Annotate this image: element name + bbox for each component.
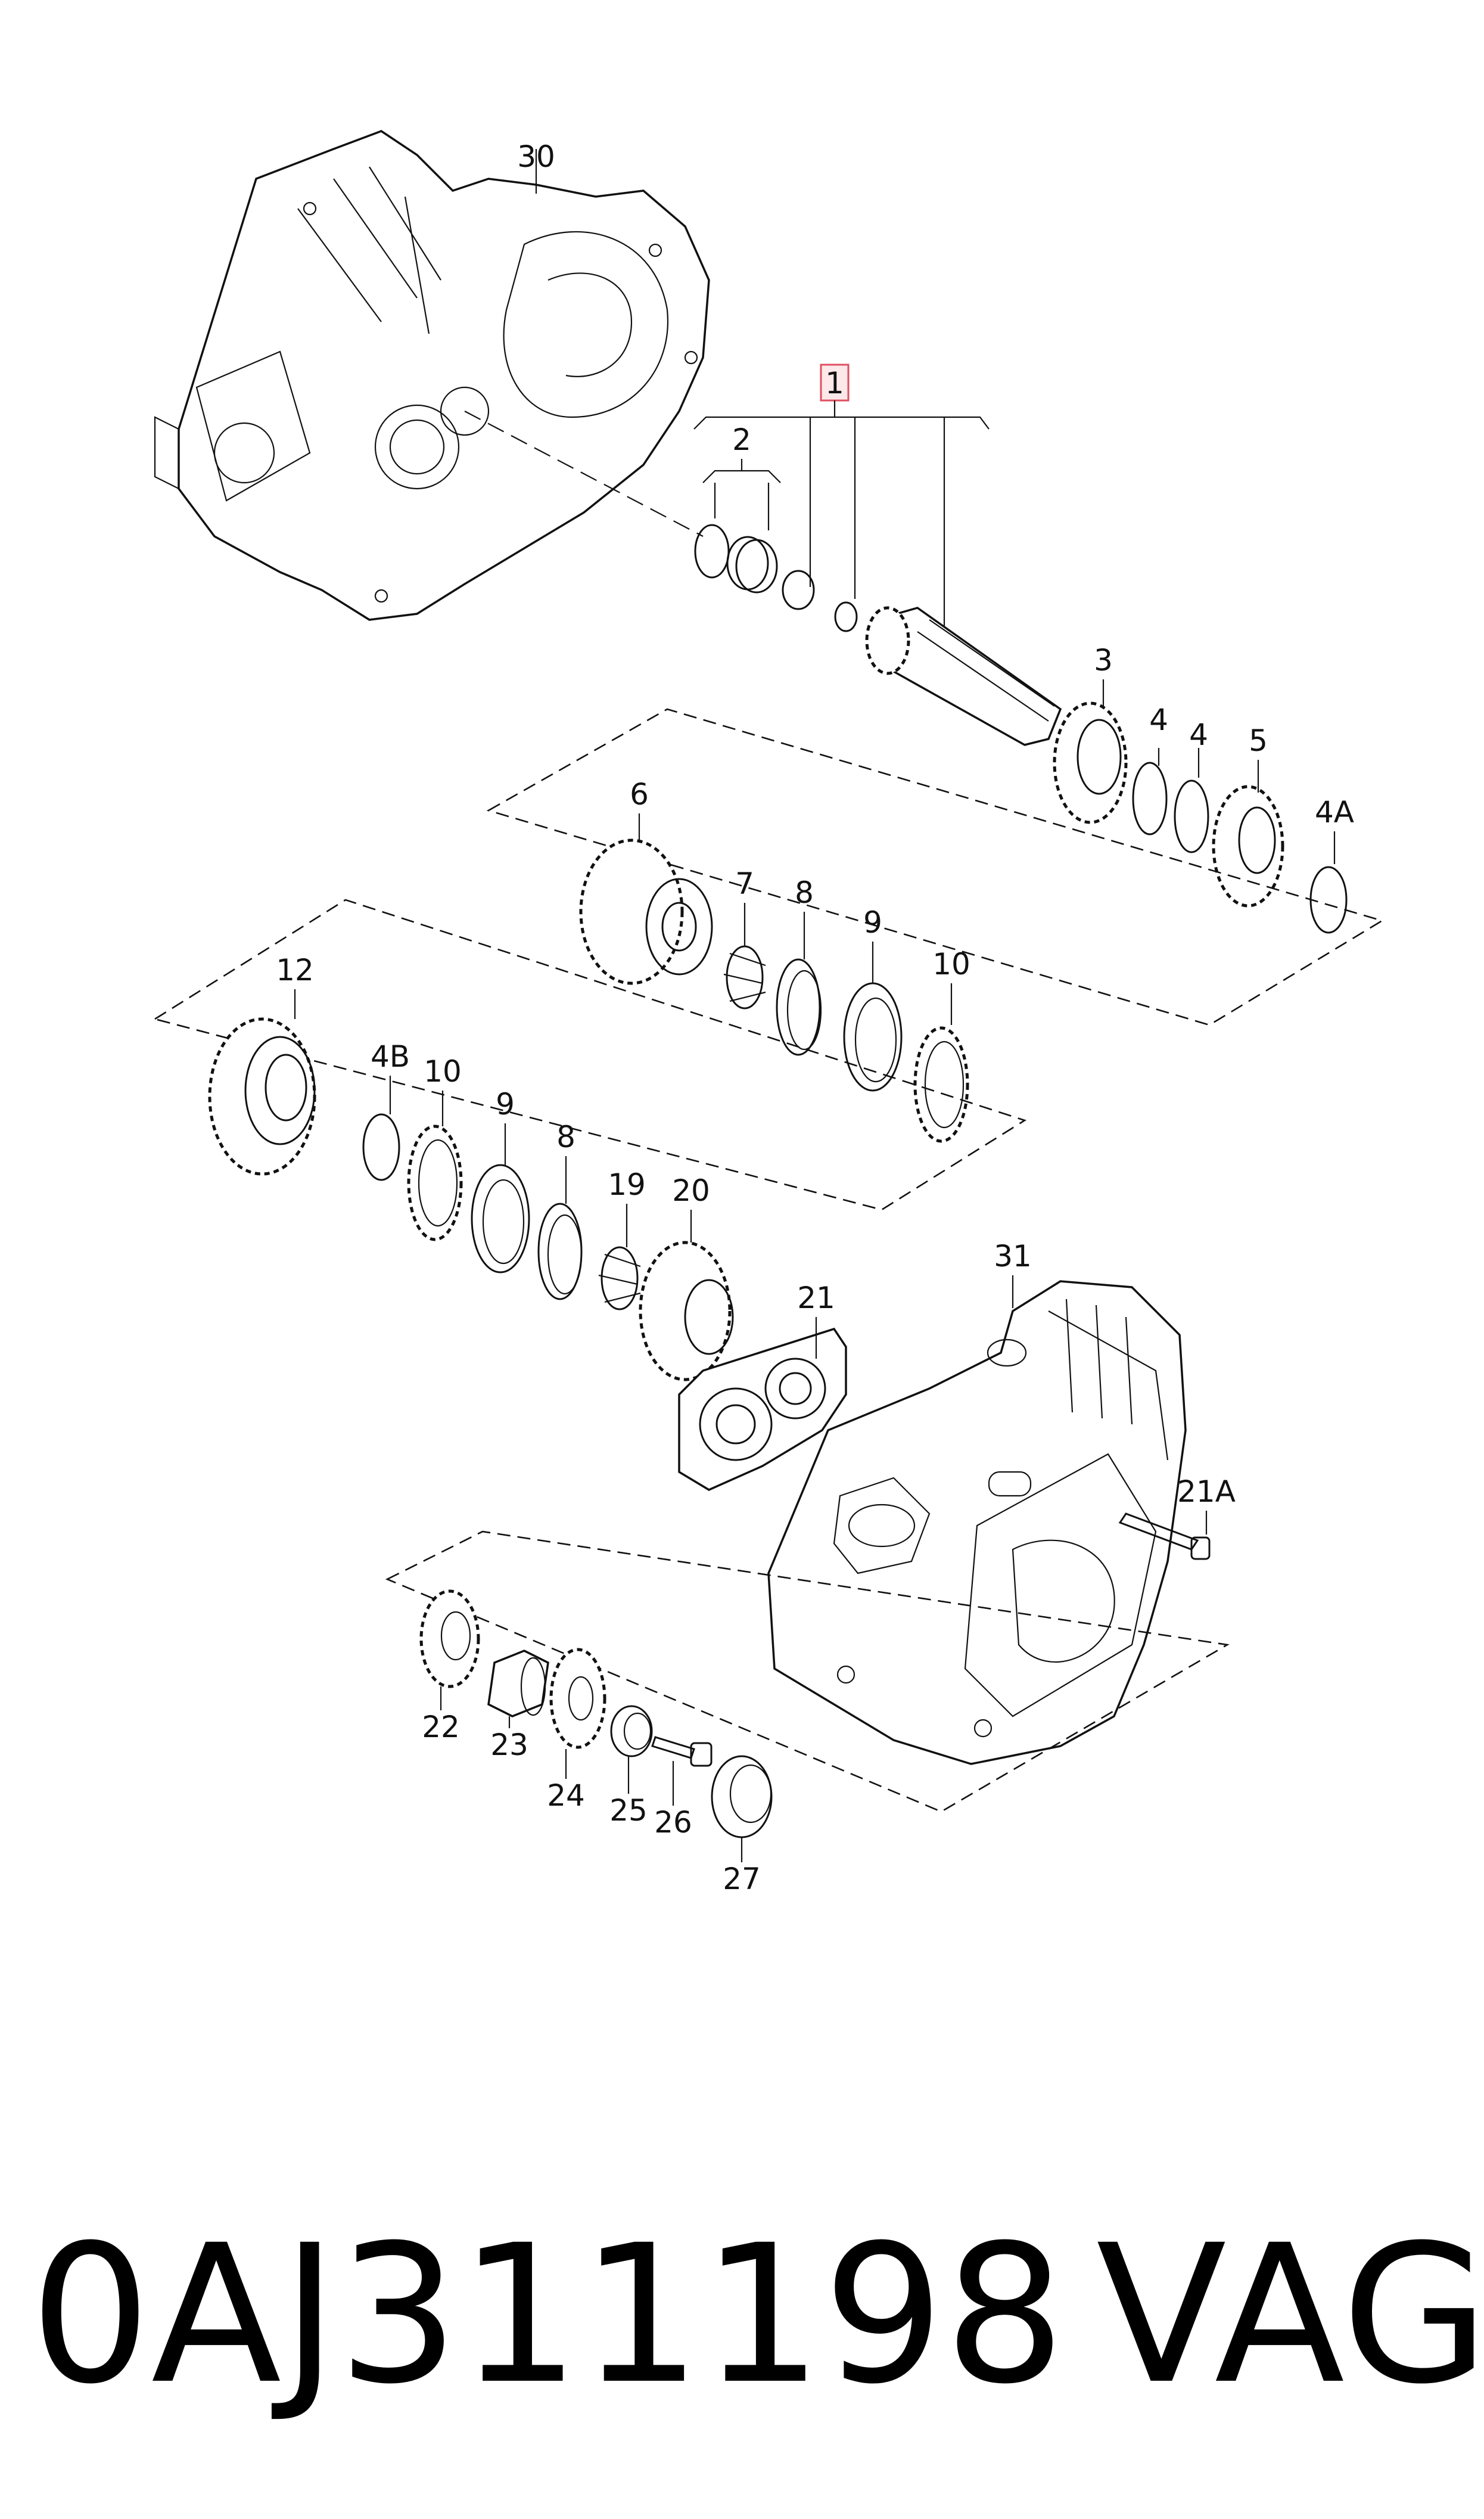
callout-27: 27 [723, 1862, 761, 1896]
shaft-assembly-1 [694, 524, 1062, 746]
circlip-4A [1309, 866, 1348, 934]
bearing-plate-21 [678, 1317, 847, 1491]
callout-19: 19 [608, 1167, 646, 1202]
callout-2: 2 [732, 423, 751, 457]
gear-6 [579, 813, 713, 985]
footer: 0AJ311198 VAG [0, 2175, 1484, 2455]
transmission-housing-31 [767, 1275, 1187, 1765]
callout-21: 21 [797, 1281, 835, 1315]
callout-4-first: 4 [1149, 703, 1168, 737]
callout-1: 1 [825, 366, 844, 400]
callout-7: 7 [735, 866, 754, 901]
callout-4B: 4B [371, 1039, 410, 1074]
gear-22 [419, 1589, 480, 1688]
brand-name: VAG [1096, 2204, 1484, 2426]
transmission-housing-30 [154, 130, 710, 621]
dashed-group-2 [153, 899, 1027, 1211]
synchro-ring-9-lower [471, 1164, 530, 1274]
exploded-parts-diagram: 30 1 2 3 4 4 5 [153, 130, 1385, 1896]
synchro-ring-9 [843, 982, 903, 1092]
bolt-26 [651, 1736, 695, 1759]
gear-24 [549, 1648, 606, 1749]
callout-30: 30 [517, 139, 555, 174]
part-number: 0AJ311198 [30, 2204, 1066, 2426]
gear-3 [1053, 679, 1128, 824]
gear-20 [639, 1210, 734, 1381]
callout-5: 5 [1249, 723, 1268, 758]
callout-24: 24 [547, 1778, 585, 1813]
callout-9-lower: 9 [496, 1087, 515, 1122]
needle-bearing-19 [601, 1246, 639, 1310]
callout-25: 25 [609, 1793, 648, 1828]
synchro-ring-8 [776, 958, 821, 1056]
circlip-4B [362, 1113, 400, 1181]
bolt-21A [1118, 1511, 1211, 1560]
callout-1-group: 1 [693, 364, 990, 644]
callout-26: 26 [654, 1805, 692, 1840]
callout-4A: 4A [1315, 795, 1354, 830]
dashed-group-3 [385, 1530, 1230, 1813]
callout-9: 9 [863, 905, 882, 940]
callout-31: 31 [994, 1239, 1032, 1274]
callout-10-lower: 10 [424, 1054, 462, 1089]
callout-20: 20 [672, 1173, 710, 1208]
callout-6: 6 [630, 777, 649, 812]
needle-bearing-7 [726, 945, 764, 1010]
callout-3: 3 [1094, 643, 1113, 678]
bushing-25 [610, 1705, 653, 1757]
callout-8: 8 [795, 875, 814, 910]
dashed-group-1 [486, 708, 1385, 1026]
callout-8-lower: 8 [556, 1120, 575, 1154]
callout-23: 23 [490, 1728, 528, 1762]
circlip-4a-ring [1132, 762, 1168, 835]
callout-22: 22 [422, 1710, 460, 1744]
gear-12 [208, 989, 316, 1176]
synchro-ring-10-lower [407, 1125, 463, 1241]
callout-10: 10 [932, 947, 970, 981]
circlip-4b-ring [1174, 779, 1209, 853]
callout-21A: 21A [1177, 1474, 1236, 1509]
callout-12: 12 [276, 953, 314, 987]
synchro-ring-10 [913, 1026, 969, 1143]
callout-4-second: 4 [1189, 718, 1208, 752]
